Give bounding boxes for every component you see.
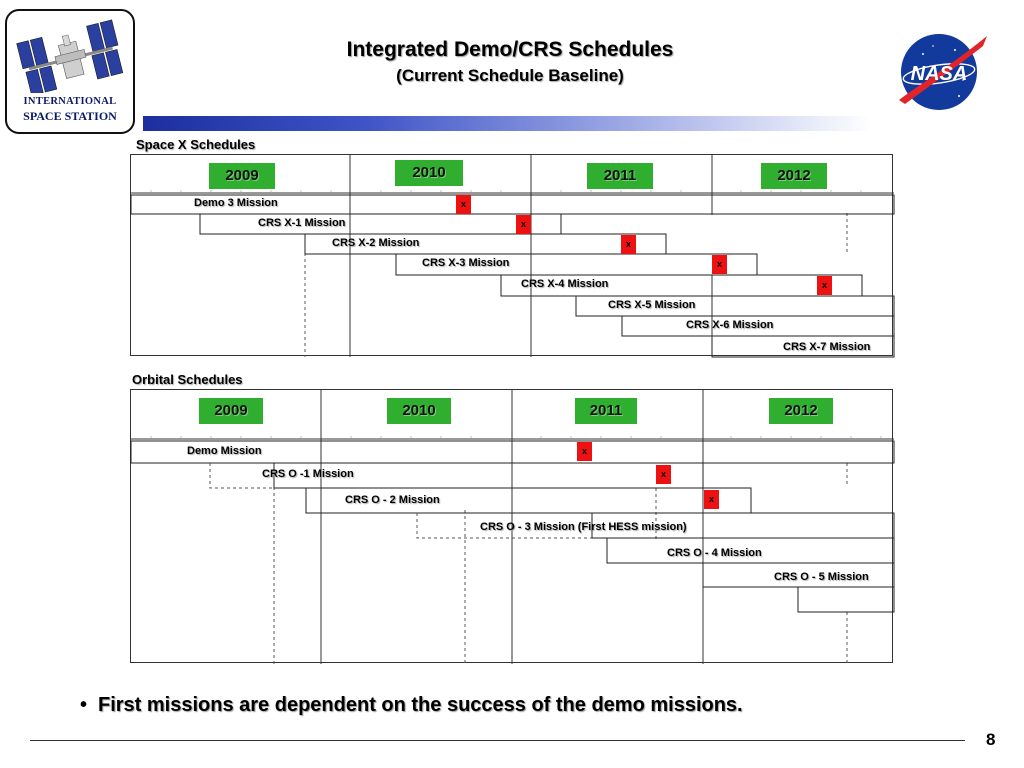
year-2011: 2011 <box>587 163 653 189</box>
mission-marker: x <box>656 465 671 484</box>
bullet-dot: • <box>80 694 88 716</box>
iss-logo: INTERNATIONAL SPACE STATION <box>5 9 135 134</box>
year-2011: 2011 <box>575 398 637 424</box>
month-ticks <box>150 436 882 439</box>
year-2012: 2012 <box>769 398 833 424</box>
iss-logo-line2: SPACE STATION <box>23 109 117 123</box>
mission-marker: x <box>577 442 592 461</box>
year-2010: 2010 <box>387 398 451 424</box>
mission-label-crsx6: CRS X-6 Mission <box>686 319 774 331</box>
mission-label-crso2: CRS O - 2 Mission <box>345 494 440 506</box>
mission-label-crso1: CRS O -1 Mission <box>262 468 354 480</box>
spacex-schedule-chart: 2009 2010 2011 2012 Demo 3 Mission x CRS… <box>130 154 895 358</box>
space-station-icon <box>16 19 124 93</box>
mission-label-crsx2: CRS X-2 Mission <box>332 237 420 249</box>
year-2010: 2010 <box>395 160 463 186</box>
mission-bar <box>305 487 752 514</box>
mission-bar <box>797 586 895 613</box>
mission-label-crsx7: CRS X-7 Mission <box>783 341 871 353</box>
nasa-logo: NASA <box>893 30 989 114</box>
mission-label-crsx3: CRS X-3 Mission <box>422 257 510 269</box>
header-gradient-bar <box>143 116 871 131</box>
iss-logo-line1: INTERNATIONAL <box>23 96 117 107</box>
mission-marker: x <box>817 276 832 295</box>
year-2012: 2012 <box>761 163 827 189</box>
footer-divider <box>30 740 965 741</box>
mission-label-crso3: CRS O - 3 Mission (First HESS mission) <box>480 521 687 533</box>
year-2009: 2009 <box>199 398 263 424</box>
mission-bar-dashed <box>209 463 274 489</box>
mission-label-crso5: CRS O - 5 Mission <box>774 571 869 583</box>
nasa-meatball-icon: NASA <box>899 34 987 110</box>
mission-label-crsx5: CRS X-5 Mission <box>608 299 696 311</box>
mission-bar <box>711 335 895 358</box>
nasa-logo-text: NASA <box>911 63 968 85</box>
page-title: Integrated Demo/CRS Schedules <box>346 38 674 61</box>
mission-marker: x <box>704 490 719 509</box>
bullet-text: First missions are dependent on the succ… <box>98 694 743 716</box>
mission-marker: x <box>621 235 636 254</box>
page-subtitle: (Current Schedule Baseline) <box>396 66 624 85</box>
month-ticks <box>150 190 862 193</box>
mission-label-demo3: Demo 3 Mission <box>194 197 278 209</box>
mission-marker: x <box>516 215 531 234</box>
mission-marker: x <box>712 255 727 274</box>
mission-marker: x <box>456 195 471 214</box>
mission-bar-dashed <box>416 513 592 539</box>
mission-label-crsx1: CRS X-1 Mission <box>258 217 346 229</box>
mission-bar <box>199 213 562 235</box>
orbital-section-label: Orbital Schedules <box>132 372 243 387</box>
mission-label-crso4: CRS O - 4 Mission <box>667 547 762 559</box>
year-2009: 2009 <box>209 163 275 189</box>
orbital-schedule-chart: 2009 2010 2011 2012 Demo Mission x CRS O… <box>130 389 895 664</box>
spacex-section-label: Space X Schedules <box>136 137 256 152</box>
mission-label-demo: Demo Mission <box>187 445 262 457</box>
page-number: 8 <box>986 730 996 749</box>
mission-label-crsx4: CRS X-4 Mission <box>521 278 609 290</box>
